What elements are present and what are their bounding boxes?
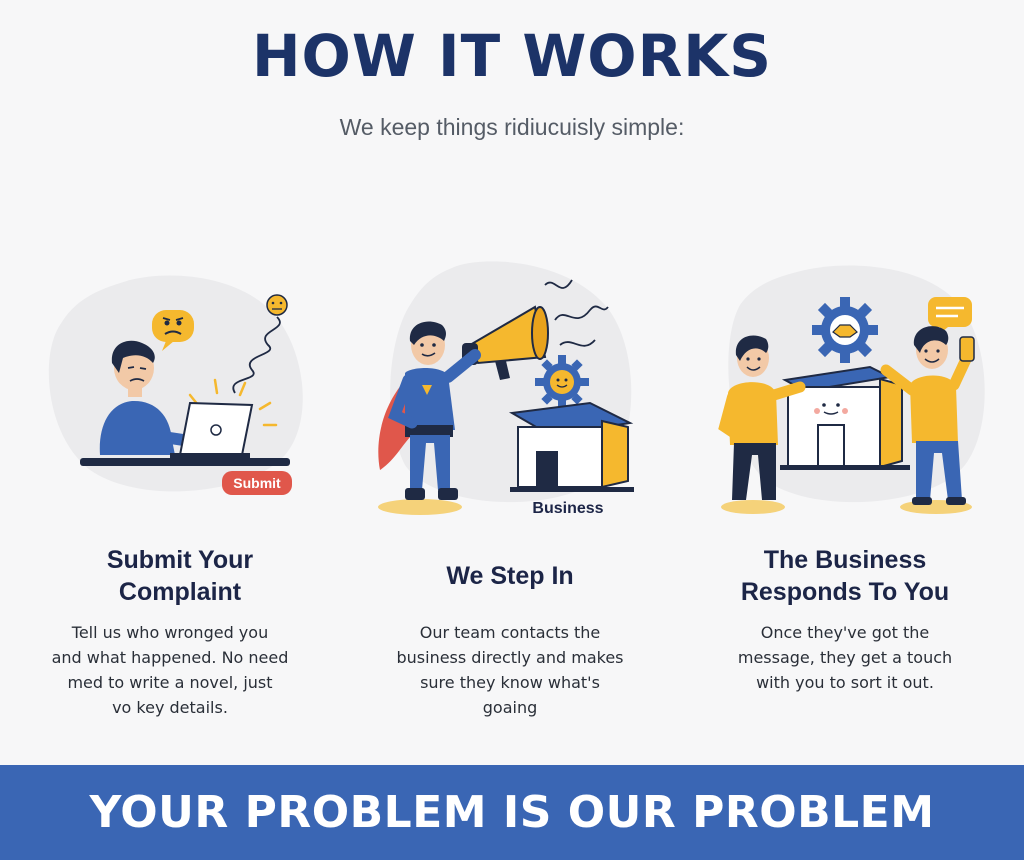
- submit-button-label: Submit: [233, 475, 281, 491]
- step-description-line: Tell us who wronged you: [71, 623, 269, 642]
- business-label: Business: [532, 500, 603, 517]
- handshake-gear-icon: [812, 297, 878, 363]
- step-description-line: business directly and makes: [396, 648, 624, 667]
- business-responds-illustration: [718, 265, 985, 514]
- step-title: We Step In: [350, 560, 670, 592]
- megaphone-icon: [462, 305, 549, 380]
- step-description-line: and what happened. No need: [51, 648, 289, 667]
- page-title: HOW IT WORKS: [251, 22, 772, 90]
- bottom-banner: YOUR PROBLEM IS OUR PROBLEM: [0, 765, 1024, 860]
- step-description-line: Once they've got the: [760, 623, 930, 642]
- step-description-line: sure they know what's: [420, 673, 600, 692]
- banner-text: YOUR PROBLEM IS OUR PROBLEM: [89, 787, 935, 838]
- step-description-line: Our team contacts the: [419, 623, 601, 642]
- step-description-line: vo key details.: [112, 698, 228, 717]
- gear-icon: [535, 355, 589, 409]
- business-building-icon: Business: [508, 401, 634, 517]
- neutral-emoji-icon: [266, 294, 288, 316]
- step-title-line: Responds To You: [740, 578, 950, 606]
- step-title-line: The Business: [763, 546, 927, 574]
- page-subtitle: We keep things ridiucuisly simple:: [339, 114, 685, 140]
- step-description: Once they've got the message, they get a…: [690, 620, 1000, 695]
- step-title-line: Submit Your: [106, 546, 254, 574]
- angry-face-bubble-icon: [152, 310, 194, 351]
- step-description: Our team contacts the business directly …: [350, 620, 670, 720]
- step-title-line: Complaint: [118, 578, 242, 606]
- phone-icon: [959, 336, 975, 362]
- step-description-line: med to write a novel, just: [67, 673, 273, 692]
- submit-complaint-illustration: Submit: [48, 275, 303, 495]
- step-description-line: message, they get a touch: [737, 648, 953, 667]
- step-description: Tell us who wronged you and what happene…: [20, 620, 320, 720]
- step-description-line: with you to sort it out.: [756, 673, 934, 692]
- submit-button-illustration: Submit: [222, 471, 292, 495]
- step-description-line: goaing: [482, 698, 538, 717]
- we-step-in-illustration: Business: [378, 261, 634, 517]
- step-title: Submit Your Complaint: [20, 544, 340, 608]
- step-title-line: We Step In: [446, 562, 574, 590]
- step-title: The Business Responds To You: [690, 544, 1000, 608]
